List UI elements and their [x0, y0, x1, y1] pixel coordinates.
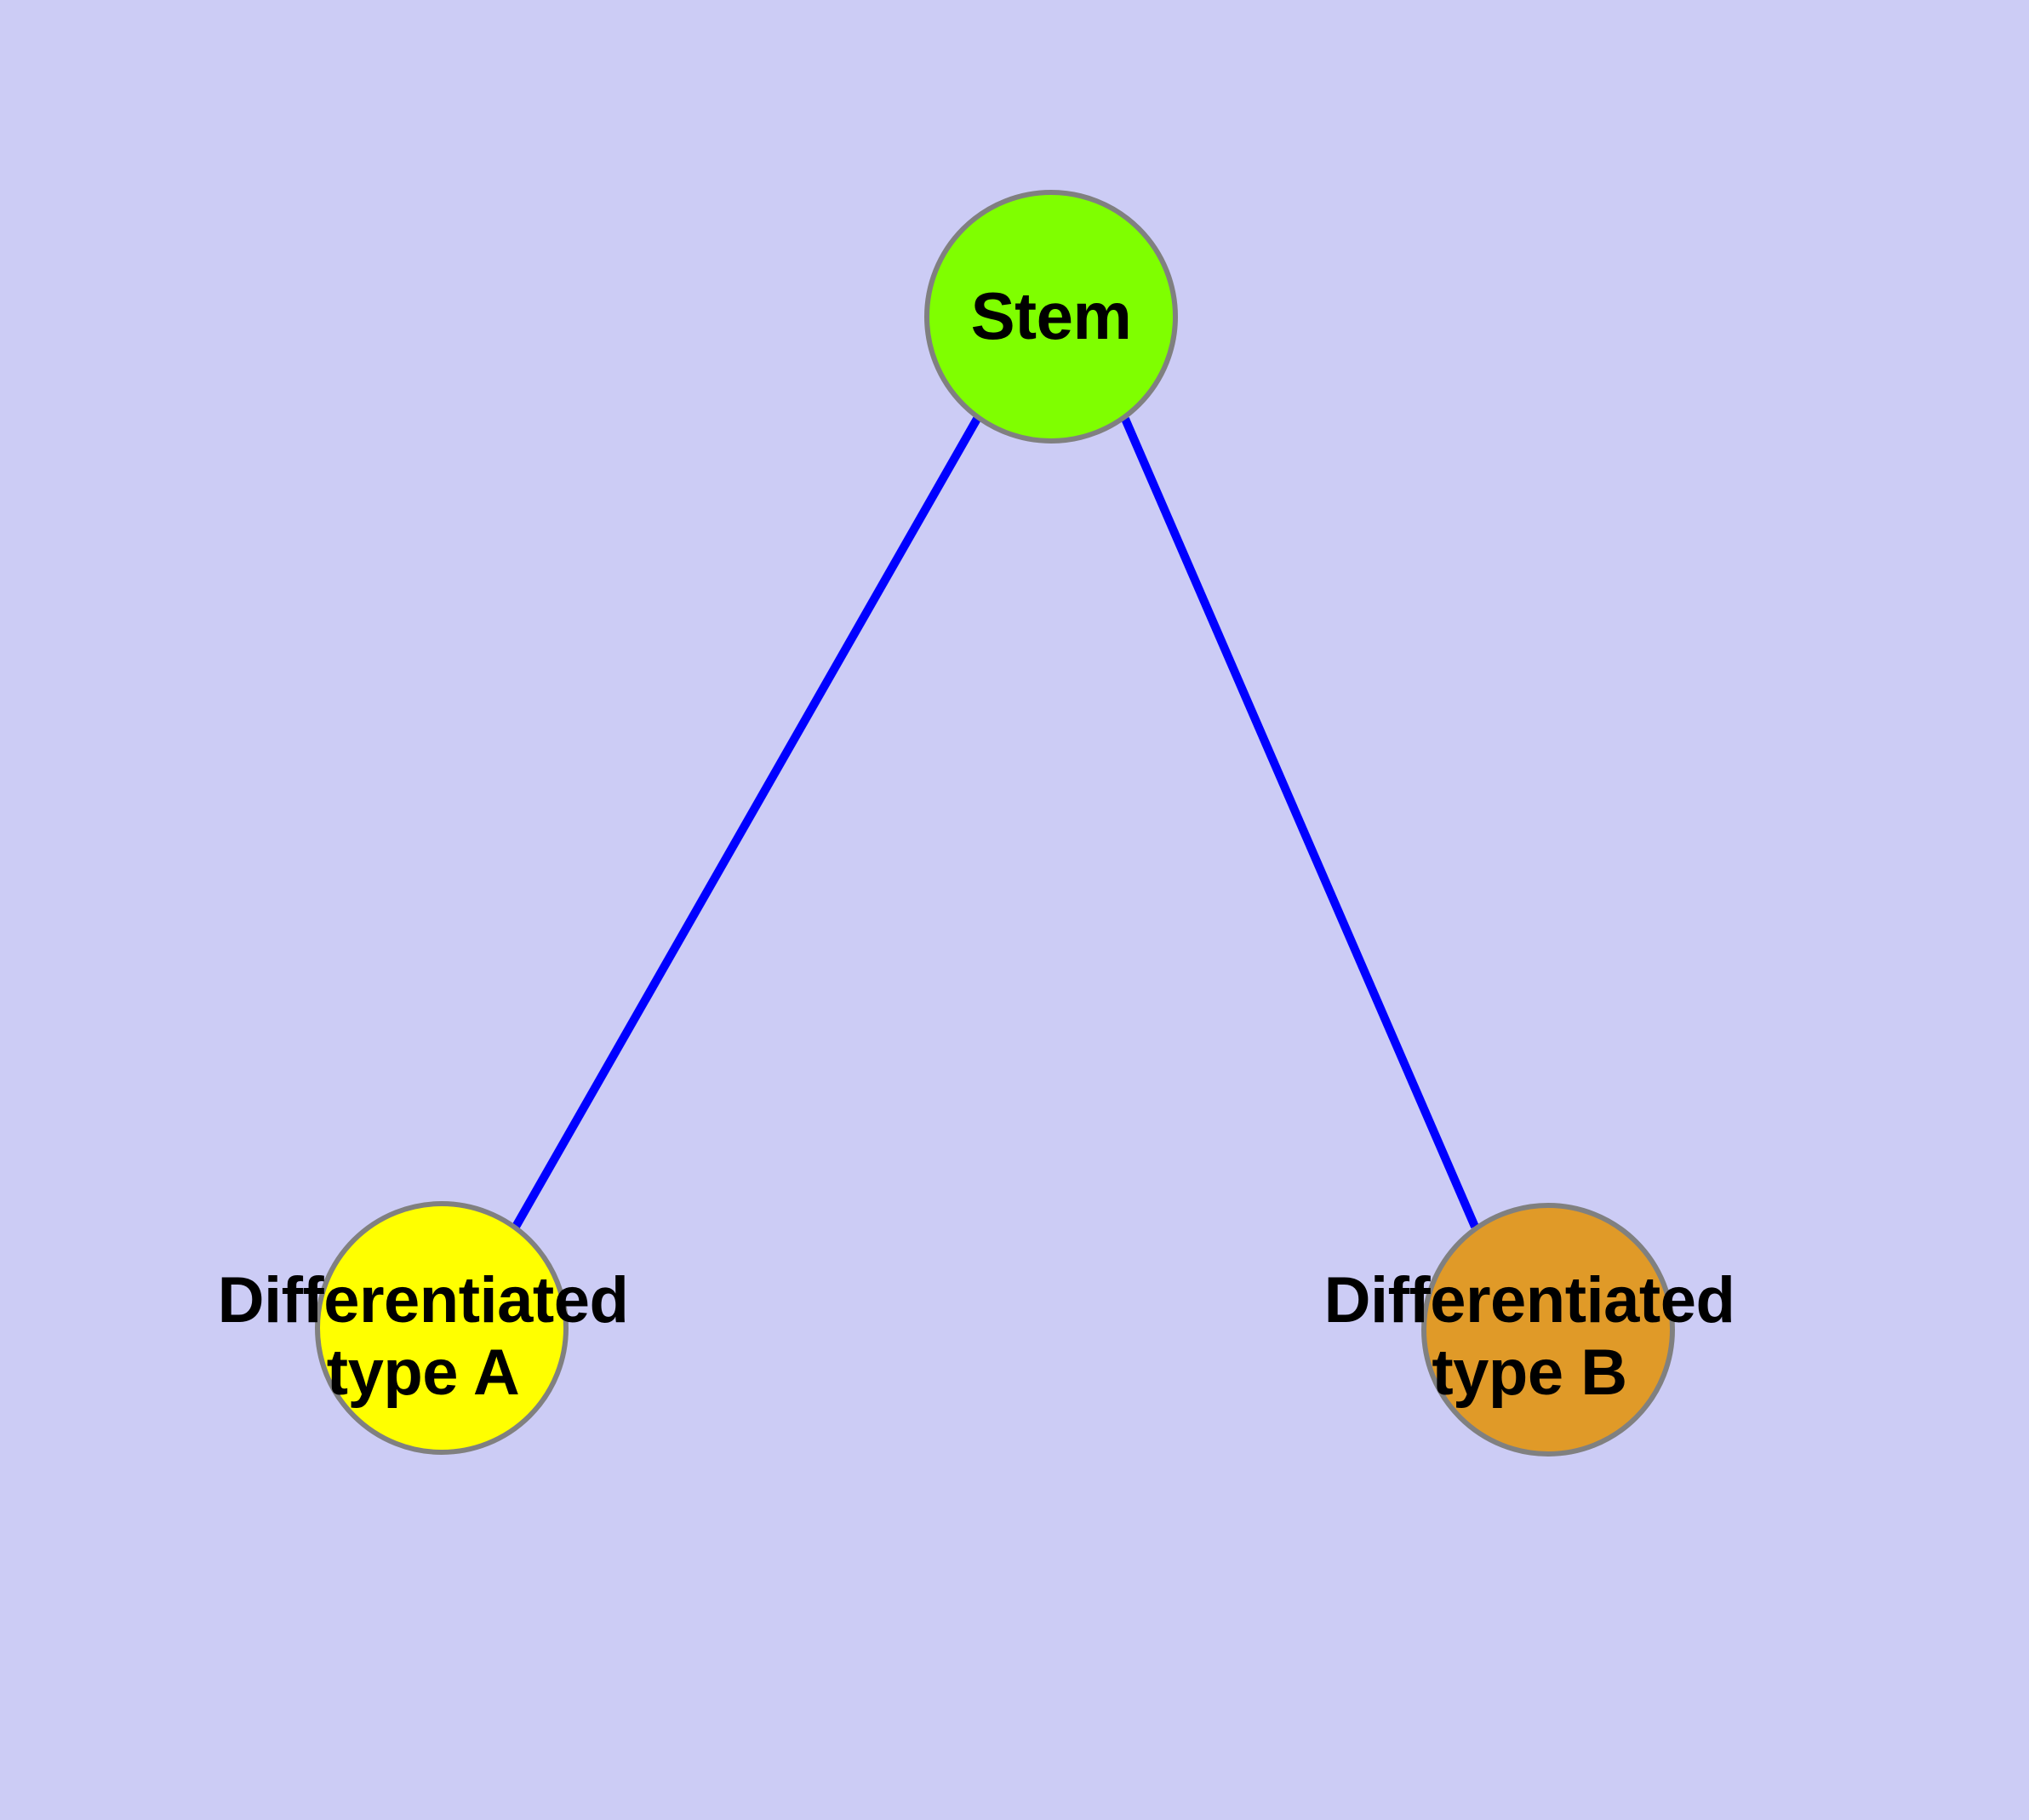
- edge-stem-to-differentiated-type-b[interactable]: [1121, 417, 1479, 1228]
- node-differentiated-type-a[interactable]: [315, 1201, 569, 1455]
- edge-stem-to-differentiated-type-a[interactable]: [512, 416, 981, 1229]
- node-differentiated-type-b[interactable]: [1421, 1203, 1675, 1457]
- node-stem[interactable]: [924, 190, 1178, 444]
